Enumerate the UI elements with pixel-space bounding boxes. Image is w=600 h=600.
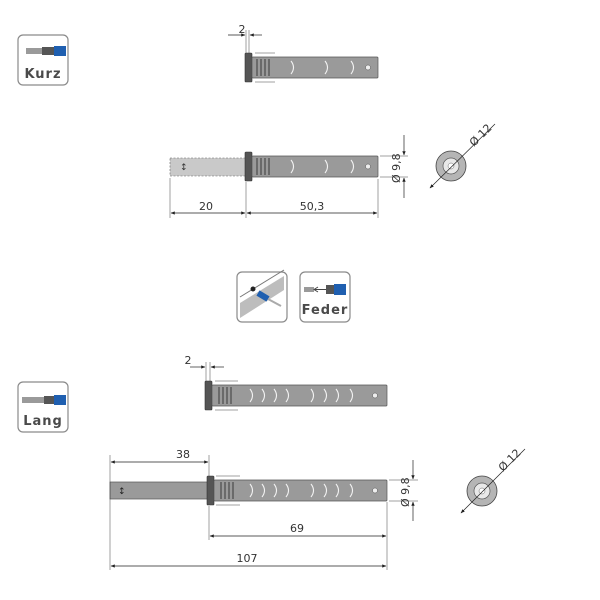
kurz-gap-label: 2 — [239, 23, 246, 36]
kurz-badge-label: Kurz — [24, 67, 61, 82]
lang-badge: Lang — [17, 381, 69, 433]
kurz-end-view: Ø 12 — [429, 121, 496, 189]
kurz-body-length-label: 50,3 — [300, 200, 325, 213]
feder-badge: Feder — [299, 271, 351, 323]
kurz-body-diameter-label: Ø 9,8 — [390, 153, 403, 183]
kurz-extended-view: ↕ 20 50,3 Ø 9,8 — [169, 135, 408, 218]
lang-extended-view: ↕ 38 69 107 — [109, 448, 418, 570]
spring-icon — [304, 284, 346, 295]
lang-body-length-label: 69 — [290, 522, 304, 535]
lang-retracted-view: 2 — [185, 354, 388, 411]
feder-badge-label: Feder — [302, 303, 349, 318]
mounting-badge — [236, 269, 288, 323]
lang-end-view: Ø 12 — [460, 446, 526, 514]
kurz-stroke-label: 20 — [199, 200, 213, 213]
kurz-retracted-view: 2 — [228, 23, 379, 83]
lang-total-length-label: 107 — [237, 552, 258, 565]
lang-stroke-label: 38 — [176, 448, 190, 461]
lang-flange-diameter-label: Ø 12 — [496, 446, 524, 474]
kurz-flange-diameter-label: Ø 12 — [467, 121, 495, 149]
lang-gap-label: 2 — [185, 354, 192, 367]
push-latch-long-icon — [22, 395, 66, 405]
angled-mount-icon — [239, 269, 285, 318]
kurz-badge: Kurz — [17, 34, 69, 86]
svg-text:↕: ↕ — [118, 487, 126, 497]
svg-text:↕: ↕ — [180, 163, 188, 173]
push-latch-icon — [26, 46, 66, 56]
lang-body-diameter-label: Ø 9,8 — [399, 477, 412, 507]
lang-badge-label: Lang — [23, 414, 63, 429]
